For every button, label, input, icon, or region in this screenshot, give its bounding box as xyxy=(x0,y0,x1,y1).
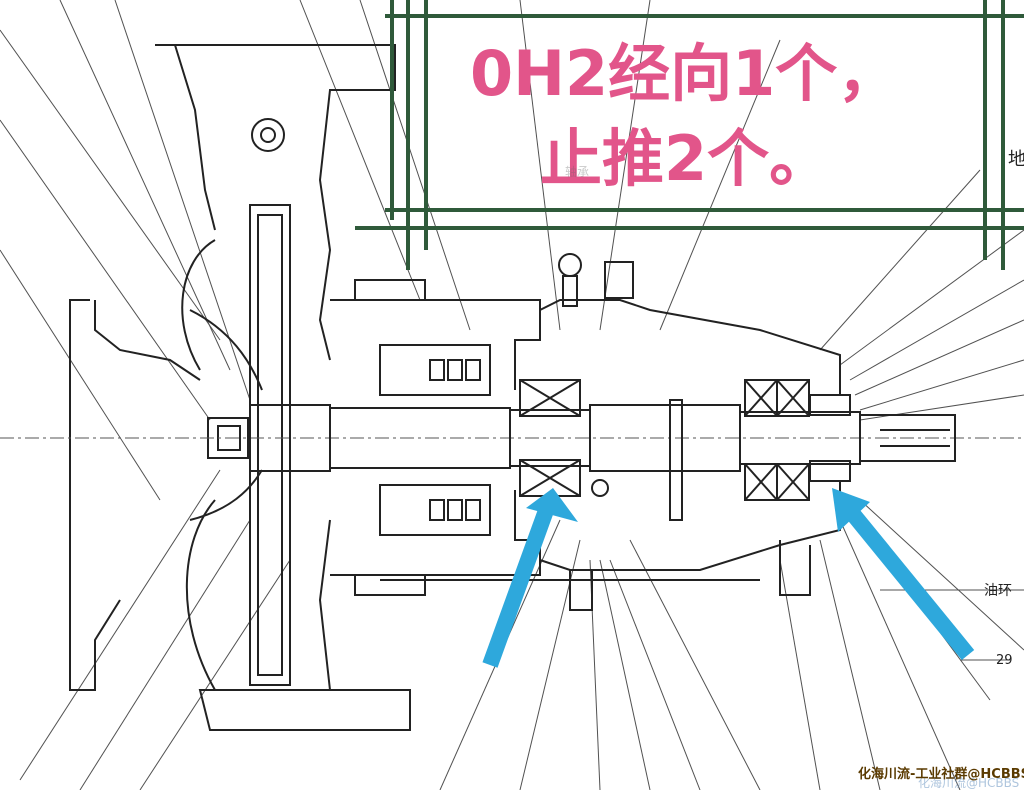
part-number-label: 29 xyxy=(996,653,1013,668)
pump-casing xyxy=(69,44,411,731)
oil-ring-label: 油环 xyxy=(984,583,1012,599)
side-label: 地 xyxy=(1008,149,1024,170)
shaft xyxy=(249,404,956,472)
support-foot xyxy=(380,540,811,596)
watermark-faint: 化海川流@HCBBS xyxy=(918,775,1019,790)
annotation-line-2: 止推2个。 xyxy=(540,122,831,195)
impeller-hub xyxy=(0,417,1024,459)
watermark: 化海川流-工业社群@HCBBS xyxy=(858,766,1024,782)
bearing-housing xyxy=(539,253,841,611)
arrow-to-thrust-bearing xyxy=(832,488,975,661)
annotation-line-1: 0H2经向1个， xyxy=(470,37,899,110)
radial-bearing xyxy=(519,379,581,497)
annotation-frame xyxy=(355,0,1024,270)
thrust-bearings xyxy=(744,379,851,501)
arrow-to-radial-bearing xyxy=(482,488,578,668)
small-part-label: 轴承 xyxy=(565,164,589,179)
